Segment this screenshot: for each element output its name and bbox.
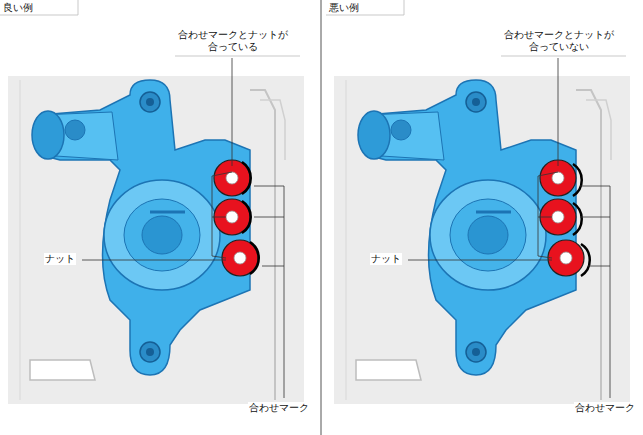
part-label: 合わせマーク [248,402,310,414]
part-label: ナット [370,253,402,265]
part-label: ナット [44,253,76,265]
callout-note: 合わせマークとナットが 合っている [174,29,292,53]
panel-title: 良い例 [2,2,34,14]
panel-title: 悪い例 [328,2,360,14]
part-label: 合わせマーク [574,402,636,414]
callout-note: 合わせマークとナットが 合っていない [500,29,618,53]
